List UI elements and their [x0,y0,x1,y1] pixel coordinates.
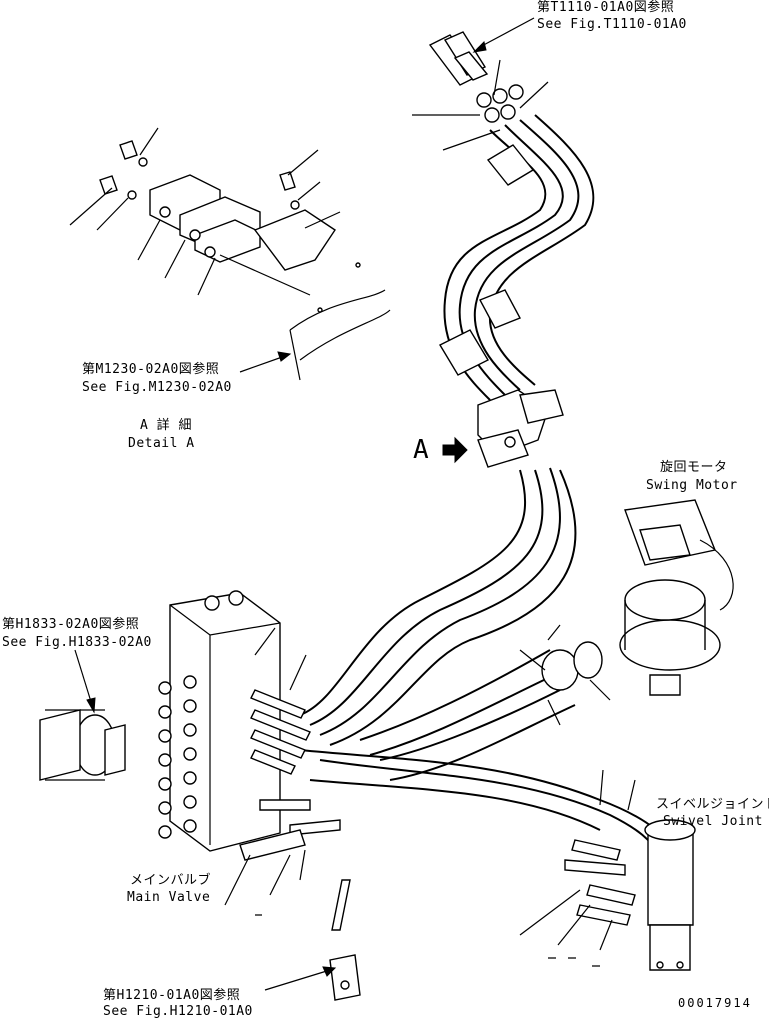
leader-line [164,239,186,279]
detail-a-marker: A [413,435,430,465]
h1210-arrowhead [322,966,337,977]
leader-line [493,59,501,96]
leader-line [297,181,321,201]
swing-motor-label-en: Swing Motor [646,478,738,493]
leader-line [519,81,549,109]
upper-hose-bundle [439,114,595,401]
h1833-connector [39,709,126,781]
detail-a-arrow [442,436,468,464]
leader-line [627,779,636,811]
leader-line [69,187,113,226]
leader-line [287,149,319,176]
leader-line [547,624,561,641]
dash-mark [255,914,600,967]
ref-m1230-en: See Fig.M1230-02A0 [82,380,232,395]
ref-m1230-jp: 第M1230-02A0図参照 [82,362,220,377]
leader-line [137,219,161,261]
h1833-arrow [74,649,93,706]
leader-line [289,654,307,691]
m1230-arrow [239,355,286,373]
leader-line [557,904,591,946]
leader-line [299,849,306,881]
lower-bracket [329,879,361,1001]
ref-h1210-jp: 第H1210-01A0図参照 [103,988,241,1003]
leader-line [519,649,546,671]
valve-fittings [239,689,341,861]
ref-h1833-jp: 第H1833-02A0図参照 [2,617,140,632]
leader-line [139,127,159,156]
detail-a-view [99,140,391,381]
t1110-arrow [477,17,535,49]
detail-a-clamp [477,389,564,468]
swivel-joint [564,819,696,971]
valve-spools [158,675,197,839]
leader-line [547,699,561,726]
leader-line [96,197,129,231]
h1210-arrow [264,969,331,991]
leader-line [224,854,251,906]
main-valve-label-jp: メインバルブ [130,873,212,888]
drawing-number: 00017914 [678,996,752,1010]
leader-line [589,679,611,701]
swing-motor-hose [359,641,603,756]
swivel-joint-label-jp: スイベルジョイント [656,797,769,812]
m1230-arrowhead [277,351,292,362]
leader-line [219,254,311,296]
leader-line [519,889,581,936]
main-valve [158,590,341,861]
top-fittings-group [428,31,524,123]
detail-a-title-jp: A 詳 細 [140,418,192,433]
swing-motor-label-jp: 旋回モータ [660,460,728,475]
main-valve-label-en: Main Valve [127,890,211,905]
ref-t1110-jp: 第T1110-01A0図参照 [537,0,675,15]
leader-line [254,627,276,656]
leader-line [269,854,291,896]
swing-motor [619,499,734,696]
leader-line [197,257,216,296]
ref-h1833-en: See Fig.H1833-02A0 [2,635,152,650]
h1833-arrowhead [86,697,96,714]
main-hoses [299,467,671,856]
ref-h1210-en: See Fig.H1210-01A0 [103,1004,253,1019]
ref-t1110-en: See Fig.T1110-01A0 [537,17,687,32]
leader-line [599,919,613,951]
detail-a-title-en: Detail A [128,436,195,451]
leader-line [442,129,501,151]
leader-line [304,211,341,229]
swivel-joint-label-en: Swivel Joint [663,814,763,829]
t1110-arrowhead [472,41,487,53]
leader-line [599,769,604,806]
